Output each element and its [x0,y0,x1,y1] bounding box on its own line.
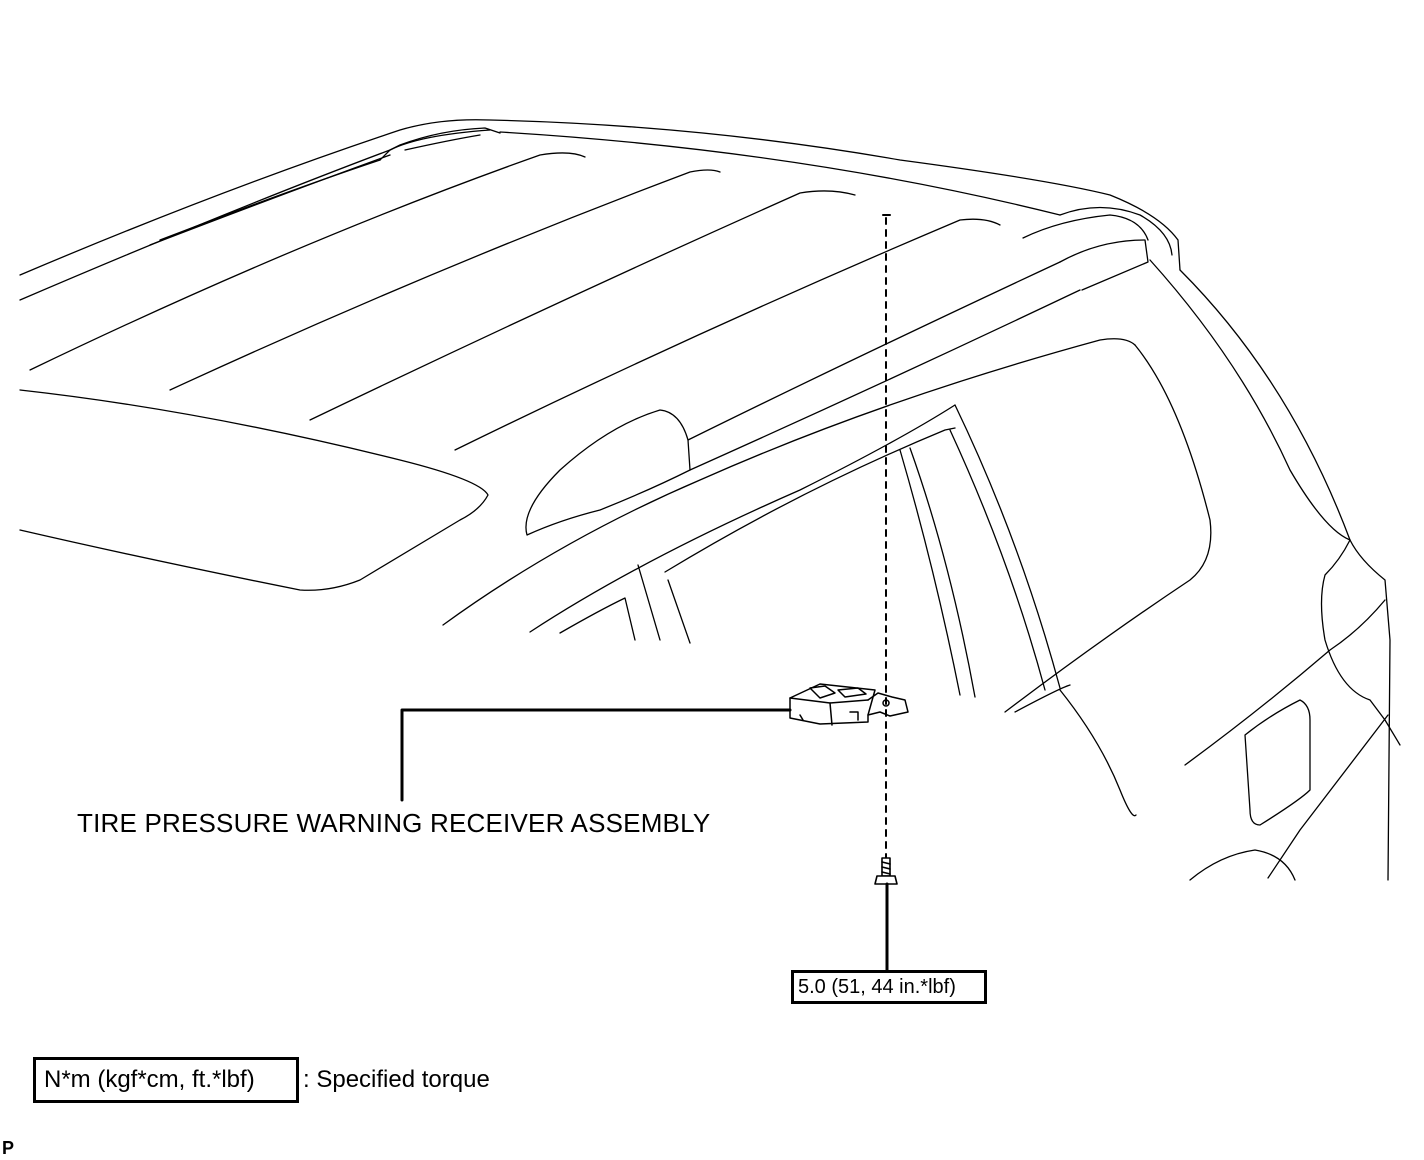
receiver-assembly-illustration [789,683,909,726]
roof-rails [29,127,1001,451]
rear-body [1059,259,1401,881]
side-rail-molding [525,214,1149,536]
legend-unit-box: N*m (kgf*cm, ft.*lbf) [33,1057,299,1103]
legend-description: : Specified torque [303,1066,490,1093]
roof-outline [19,119,1181,301]
glass-roof-panel [19,389,489,591]
part-leader-line [400,708,792,802]
torque-value-box: 5.0 (51, 44 in.*lbf) [791,970,987,1004]
part-callout-label: TIRE PRESSURE WARNING RECEIVER ASSEMBLY [77,808,711,838]
page-marker: P [2,1138,15,1158]
window-frames [442,338,1212,713]
bolt-illustration [874,857,898,885]
